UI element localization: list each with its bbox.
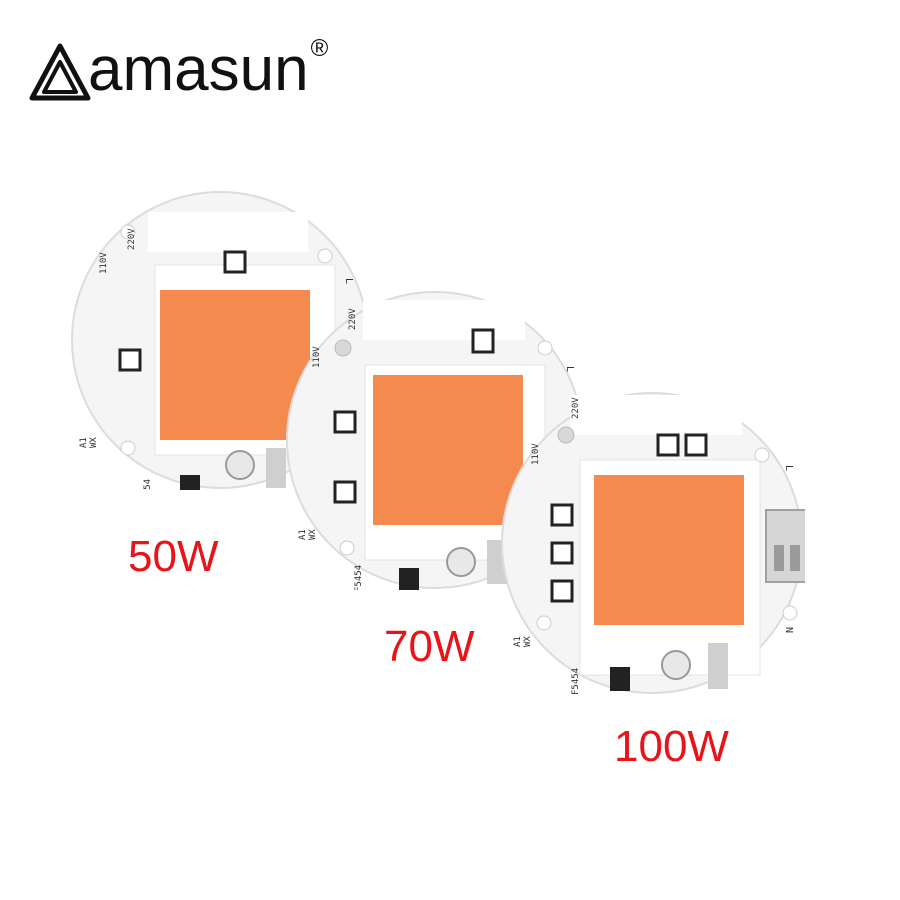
print-v-low: 110V <box>531 443 541 465</box>
print-n: N <box>783 627 794 633</box>
print-v-low: 110V <box>312 346 322 368</box>
cob-chip-100w: 220V 110V L N A1 WX F5454 <box>501 392 805 695</box>
wattage-label-70w: 70W <box>384 622 475 671</box>
print-v-high: 220V <box>348 308 358 330</box>
brand-name: amasun <box>88 35 309 104</box>
print-l: L <box>564 366 575 372</box>
print-a1: A1 <box>513 636 523 647</box>
print-l: L <box>783 465 794 471</box>
print-v-high: 220V <box>571 397 581 419</box>
print-wx: WX <box>523 636 533 647</box>
print-v-low: 110V <box>99 252 109 274</box>
print-a1: A1 <box>298 529 308 540</box>
print-wx: WX <box>89 437 99 448</box>
print-v-high: 220V <box>127 228 137 250</box>
print-wx: WX <box>308 529 318 540</box>
print-code: F5454 <box>571 668 581 695</box>
print-code: F5454 <box>354 565 364 590</box>
registered-mark: ® <box>310 35 329 62</box>
a-triangle-logo-icon <box>29 43 91 101</box>
print-a1: A1 <box>79 437 89 448</box>
brand-logo: amasun ® <box>28 30 328 110</box>
cob-chip-50w: 220V 110V L A1 WX F5454 <box>71 191 369 490</box>
print-l: L <box>343 278 354 284</box>
wattage-label-50w: 50W <box>128 532 219 581</box>
wattage-label-100w: 100W <box>614 722 729 771</box>
print-code: F5454 <box>143 479 153 490</box>
